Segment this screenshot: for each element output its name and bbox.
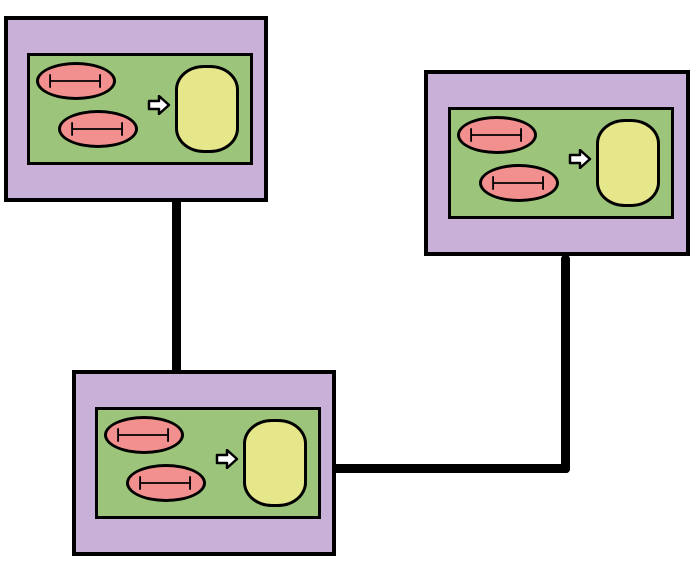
- node-inner-panel: [95, 407, 321, 519]
- cylinder-icon: [243, 419, 307, 507]
- node-bottom: [72, 370, 336, 556]
- connector-top-left-to-bottom: [172, 195, 181, 377]
- cylinder-icon: [175, 65, 239, 153]
- rounded-pill-icon: [36, 62, 116, 100]
- node-inner-panel: [27, 53, 253, 165]
- right-arrow-icon: [568, 149, 592, 169]
- rounded-pill-icon: [104, 416, 184, 454]
- right-arrow-icon: [147, 95, 171, 115]
- rounded-pill-icon: [126, 464, 206, 502]
- right-arrow-icon: [215, 449, 239, 469]
- node-top-left: [4, 16, 268, 202]
- cylinder-icon: [596, 119, 660, 207]
- node-inner-panel: [448, 107, 674, 219]
- connector-top-right-vertical: [561, 255, 570, 473]
- rounded-pill-icon: [58, 110, 138, 148]
- connector-bottom-horizontal: [332, 464, 570, 473]
- node-top-right: [424, 70, 690, 256]
- rounded-pill-icon: [479, 164, 559, 202]
- rounded-pill-icon: [457, 116, 537, 154]
